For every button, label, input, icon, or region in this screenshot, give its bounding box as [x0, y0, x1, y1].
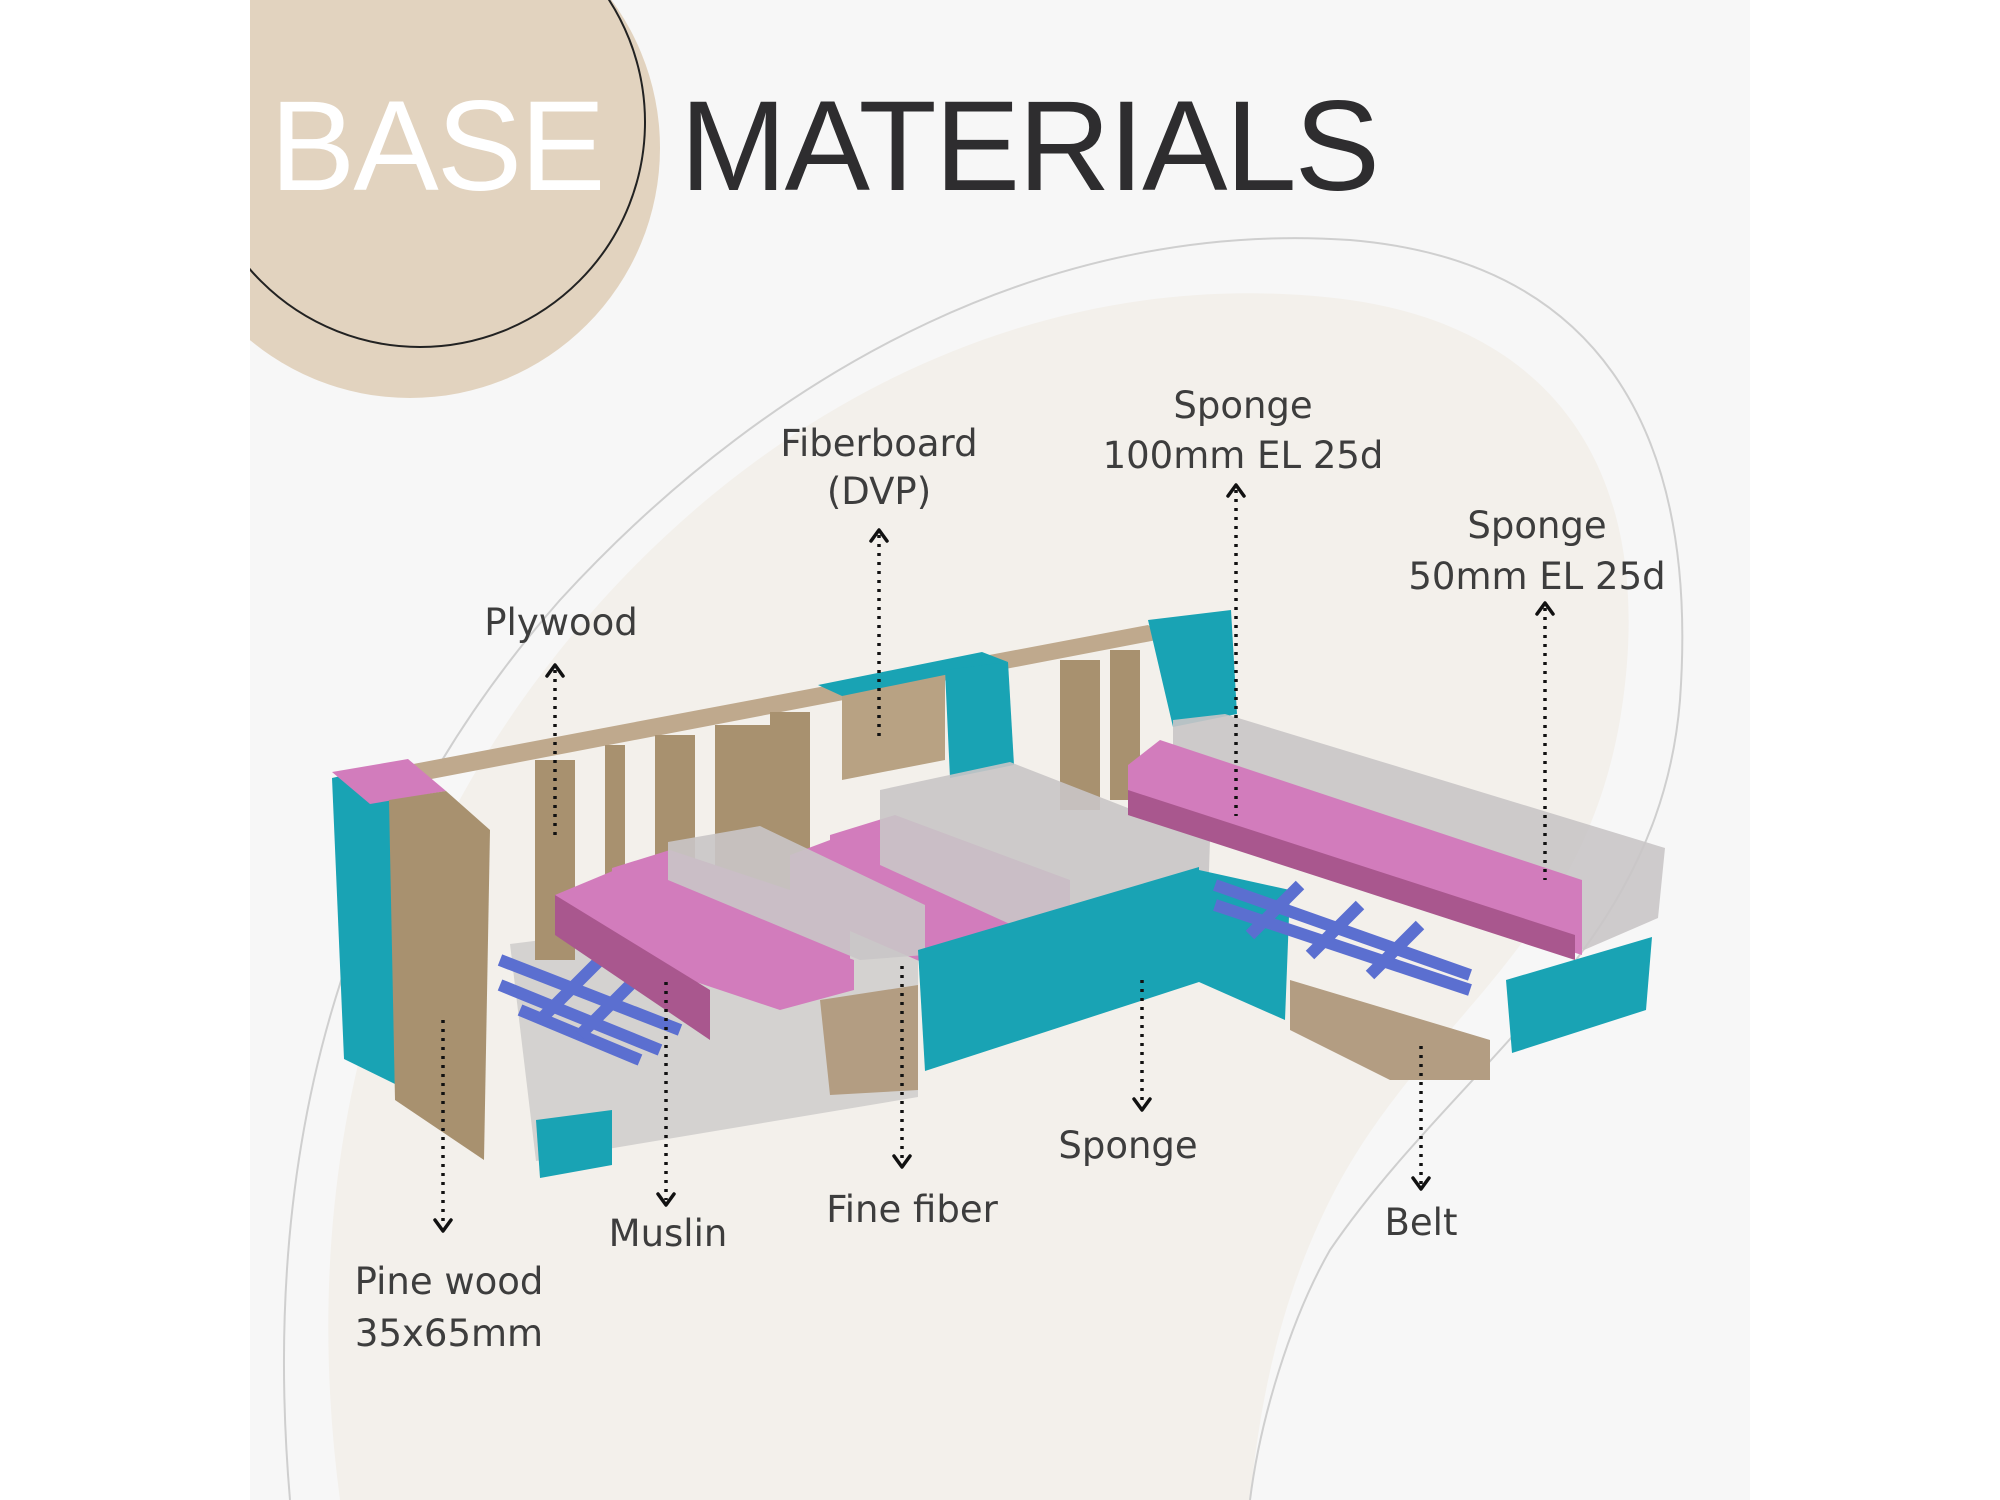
arrow-fine-fiber [892, 966, 912, 1169]
title-materials: MATERIALS [680, 75, 1378, 218]
arrow-muslin [656, 982, 676, 1207]
arrow-plywood [545, 663, 565, 835]
title-base: BASE [270, 75, 604, 218]
title-circle [250, 0, 660, 398]
label-fiberboard-line1: Fiberboard [780, 422, 977, 465]
label-sponge-50-line2: 50mm EL 25d [1408, 555, 1665, 598]
label-plywood: Plywood [484, 601, 638, 644]
sofa-cutaway-illustration [332, 610, 1665, 1178]
label-pine-wood-line1: Pine wood [355, 1260, 544, 1303]
label-sponge: Sponge [1058, 1124, 1197, 1167]
label-belt: Belt [1385, 1201, 1458, 1244]
label-muslin: Muslin [609, 1212, 728, 1255]
arrow-pine-wood [433, 1020, 453, 1233]
arrow-fiberboard [869, 528, 889, 737]
label-fine-fiber: Fine fiber [826, 1188, 998, 1231]
label-sponge-100-line1: Sponge [1173, 384, 1312, 427]
title-circle-outline [250, 0, 646, 348]
label-fiberboard-line2: (DVP) [827, 470, 931, 513]
arrow-belt [1411, 1046, 1431, 1191]
arrow-sponge [1132, 980, 1152, 1112]
label-sponge-50-line1: Sponge [1467, 504, 1606, 547]
label-sponge-100-line2: 100mm EL 25d [1103, 434, 1384, 477]
arrow-sponge-100 [1226, 483, 1246, 816]
label-pine-wood-line2: 35x65mm [355, 1312, 543, 1355]
arrow-sponge-50 [1535, 601, 1555, 880]
